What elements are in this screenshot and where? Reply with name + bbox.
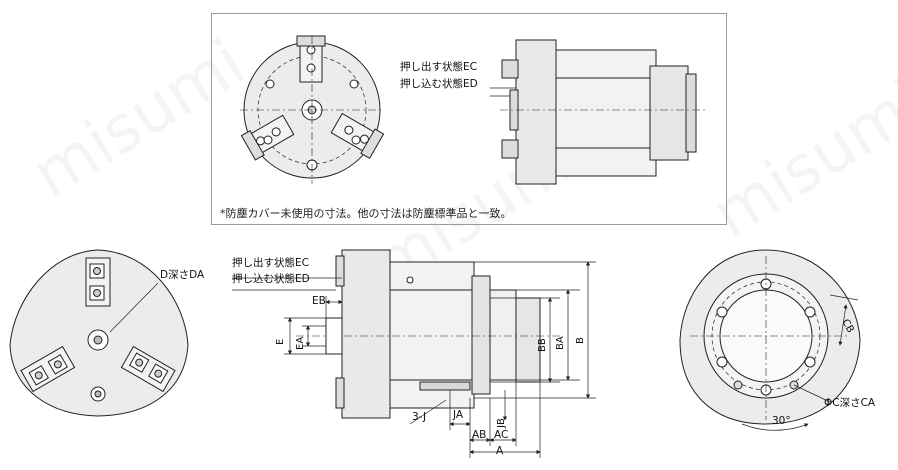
detail-frame <box>211 13 727 225</box>
right-dimensions <box>741 294 859 431</box>
dim-EA: EA <box>295 336 306 350</box>
top-side-view <box>490 39 705 185</box>
dim-AB: AB <box>472 429 487 441</box>
dim-AC: AC <box>494 429 509 441</box>
depth-label-left: D深さDA <box>160 269 205 281</box>
dim-JA: JA <box>453 409 464 421</box>
push-in-label: 押し込む状態ED <box>232 273 310 285</box>
dim-3J: 3-J <box>412 411 427 423</box>
push-out-label-top: 押し出す状態EC <box>400 61 477 73</box>
angle-label: 30° <box>772 415 791 427</box>
left-front-view <box>9 249 189 417</box>
center-side-view <box>296 249 560 419</box>
push-in-label-top: 押し込む状態ED <box>400 78 478 90</box>
dust-cover-note: *防塵カバー未使用の寸法。他の寸法は防塵標準品と一致。 <box>220 207 512 220</box>
dim-A: A <box>496 445 504 457</box>
right-back-view <box>679 249 861 425</box>
depth-label-right: ΦC深さCA <box>824 397 876 409</box>
dim-EB: EB <box>312 295 326 307</box>
dim-JB: JB <box>496 418 507 428</box>
top-front-view <box>240 35 385 184</box>
center-dimensions <box>232 261 596 458</box>
dim-E: E <box>275 338 286 345</box>
dim-BA: BA <box>555 336 566 350</box>
push-out-label: 押し出す状態EC <box>232 257 309 269</box>
dim-BB: BB <box>537 338 548 352</box>
dim-B: B <box>575 337 586 344</box>
